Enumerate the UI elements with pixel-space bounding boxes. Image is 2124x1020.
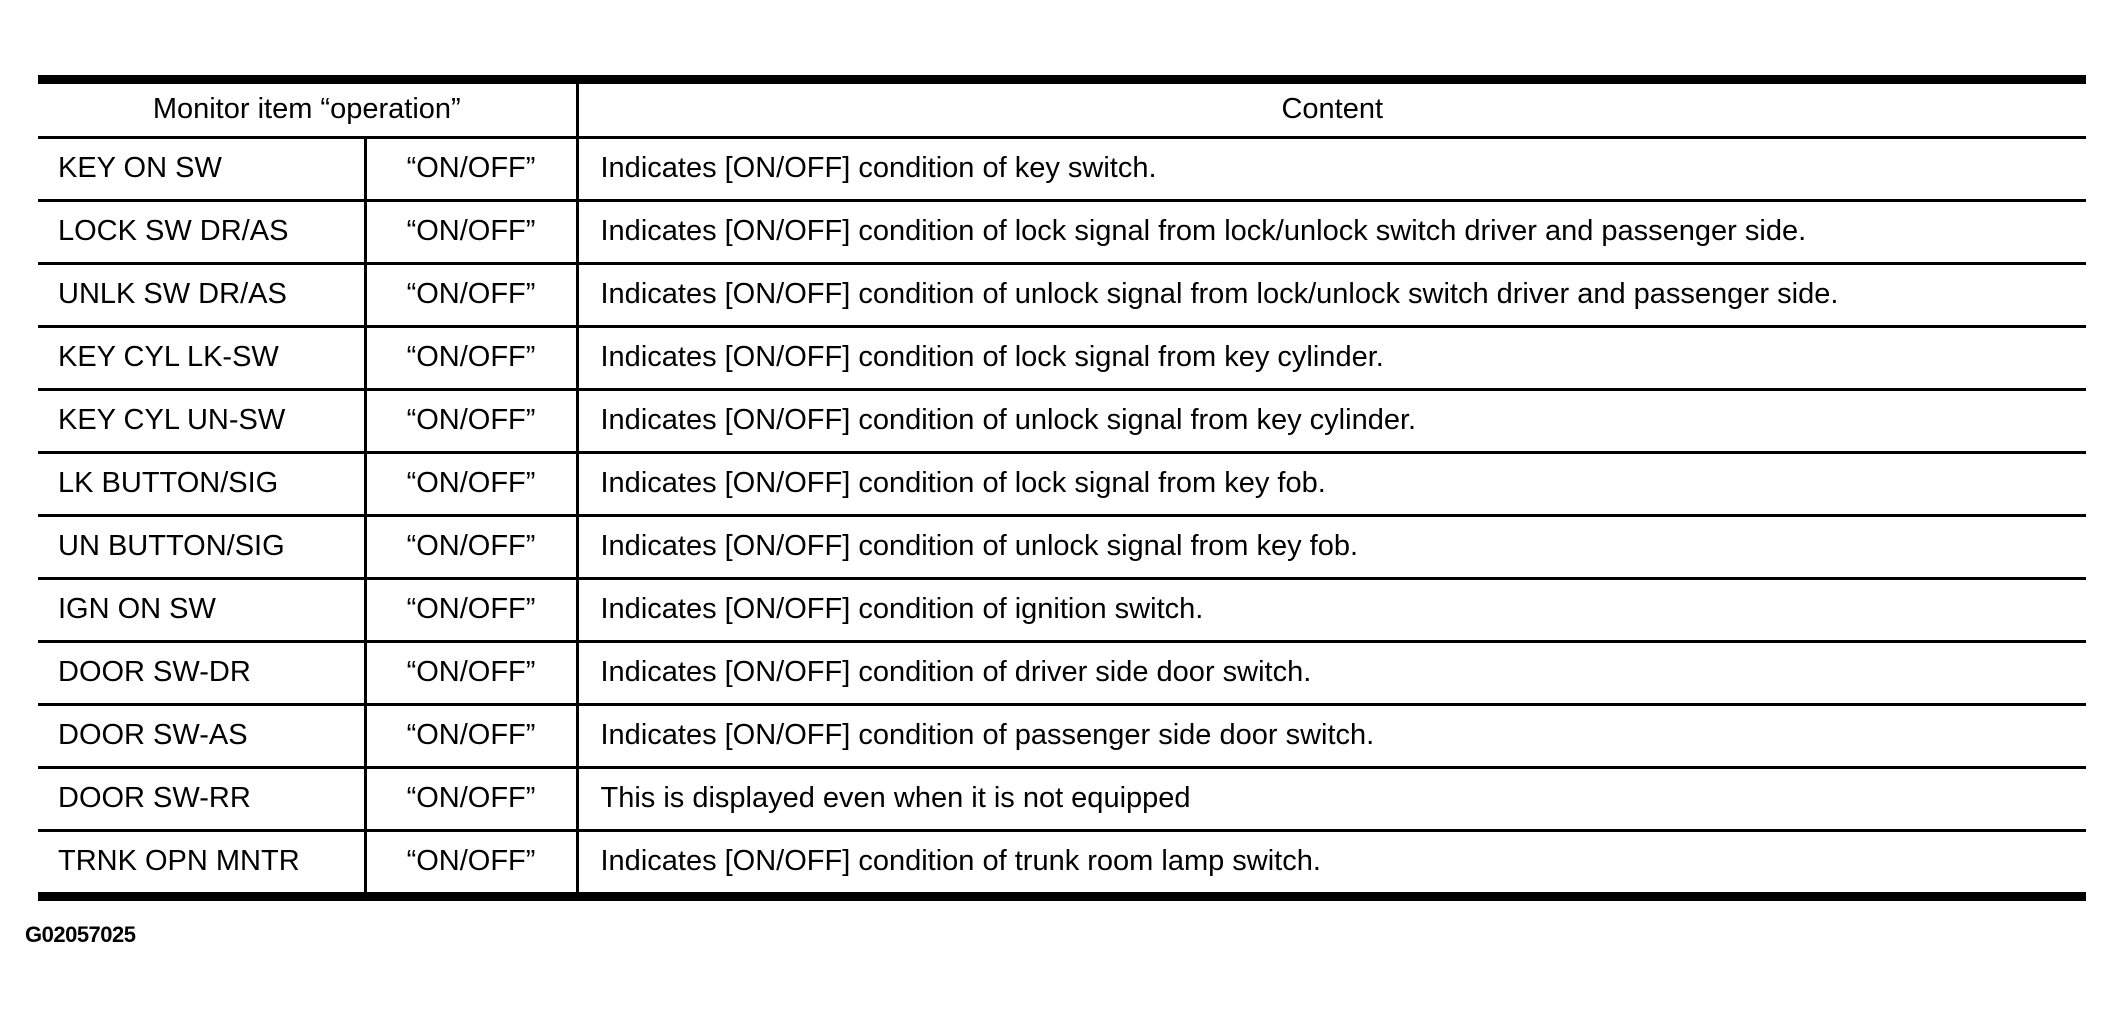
table-row: UN BUTTON/SIG“ON/OFF”Indicates [ON/OFF] … [38,515,2086,580]
content-cell: Indicates [ON/OFF] condition of driver s… [577,641,2086,706]
content-cell: Indicates [ON/OFF] condition of lock sig… [577,200,2086,265]
content-cell: This is displayed even when it is not eq… [577,767,2086,832]
monitor-item-cell: KEY ON SW [38,137,367,202]
table-row: LOCK SW DR/AS“ON/OFF”Indicates [ON/OFF] … [38,200,2086,265]
content-cell: Indicates [ON/OFF] condition of lock sig… [577,326,2086,391]
content-cell: Indicates [ON/OFF] condition of ignition… [577,578,2086,643]
table-row: KEY CYL LK-SW“ON/OFF”Indicates [ON/OFF] … [38,326,2086,391]
header-row: Monitor item “operation” Content [38,79,2086,139]
monitor-item-cell: KEY CYL UN-SW [38,389,367,454]
operation-cell: “ON/OFF” [365,641,579,706]
table-row: UNLK SW DR/AS“ON/OFF”Indicates [ON/OFF] … [38,263,2086,328]
table-row: LK BUTTON/SIG“ON/OFF”Indicates [ON/OFF] … [38,452,2086,517]
table-body: KEY ON SW“ON/OFF”Indicates [ON/OFF] cond… [38,137,2086,897]
operation-cell: “ON/OFF” [365,326,579,391]
operation-cell: “ON/OFF” [365,767,579,832]
table-row: DOOR SW-AS“ON/OFF”Indicates [ON/OFF] con… [38,704,2086,769]
operation-cell: “ON/OFF” [365,389,579,454]
content-cell: Indicates [ON/OFF] condition of unlock s… [577,515,2086,580]
monitor-item-cell: DOOR SW-RR [38,767,367,832]
monitor-item-cell: TRNK OPN MNTR [38,830,367,897]
monitor-item-cell: UNLK SW DR/AS [38,263,367,328]
operation-cell: “ON/OFF” [365,830,579,897]
monitor-item-operation-header: Monitor item “operation” [38,79,579,139]
table-row: DOOR SW-DR“ON/OFF”Indicates [ON/OFF] con… [38,641,2086,706]
monitor-item-cell: DOOR SW-DR [38,641,367,706]
table-row: DOOR SW-RR“ON/OFF”This is displayed even… [38,767,2086,832]
content-cell: Indicates [ON/OFF] condition of lock sig… [577,452,2086,517]
content-cell: Indicates [ON/OFF] condition of passenge… [577,704,2086,769]
content-cell: Indicates [ON/OFF] condition of key swit… [577,137,2086,202]
monitor-item-table: Monitor item “operation” Content KEY ON … [38,75,2086,901]
monitor-item-cell: KEY CYL LK-SW [38,326,367,391]
monitor-item-cell: DOOR SW-AS [38,704,367,769]
table-row: KEY ON SW“ON/OFF”Indicates [ON/OFF] cond… [38,137,2086,202]
table-row: TRNK OPN MNTR“ON/OFF” Indicates [ON/OFF] … [38,830,2086,897]
figure-id: G02057025 [25,922,136,947]
monitor-item-cell: IGN ON SW [38,578,367,643]
operation-cell: “ON/OFF” [365,515,579,580]
operation-cell: “ON/OFF” [365,704,579,769]
content-cell: Indicates [ON/OFF] condition of unlock s… [577,263,2086,328]
content-cell: Indicates [ON/OFF] condition of unlock s… [577,389,2086,454]
operation-cell: “ON/OFF” [365,263,579,328]
monitor-item-cell: LK BUTTON/SIG [38,452,367,517]
content-header: Content [577,79,2086,139]
operation-cell: “ON/OFF” [365,452,579,517]
operation-cell: “ON/OFF” [365,200,579,265]
content-cell: Indicates [ON/OFF] condition of trunk ro… [600,845,1321,878]
table-row: KEY CYL UN-SW“ON/OFF”Indicates [ON/OFF] … [38,389,2086,454]
operation-cell: “ON/OFF” [365,137,579,202]
table-row: IGN ON SW“ON/OFF”Indicates [ON/OFF] cond… [38,578,2086,643]
monitor-item-cell: LOCK SW DR/AS [38,200,367,265]
monitor-item-cell: UN BUTTON/SIG [38,515,367,580]
operation-cell: “ON/OFF” [365,578,579,643]
